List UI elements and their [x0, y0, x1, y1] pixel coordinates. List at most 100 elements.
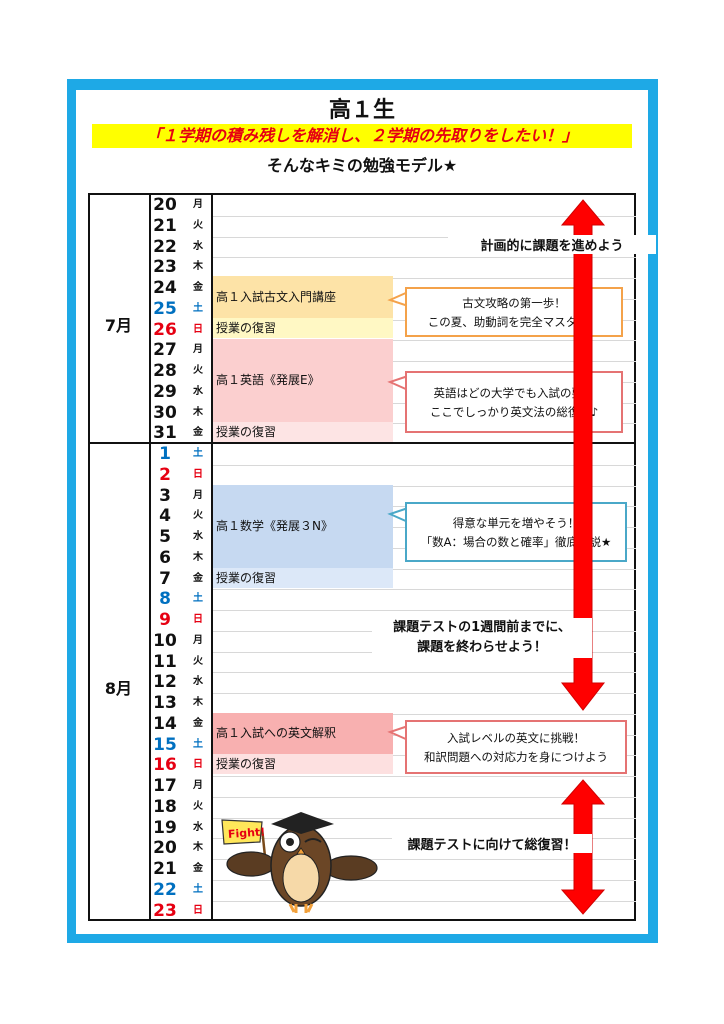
- month-separator: [88, 442, 636, 444]
- owl-feet: [288, 903, 314, 913]
- weekday: 土: [193, 883, 203, 895]
- weekday: 日: [193, 904, 203, 916]
- day-number: 19: [153, 817, 177, 838]
- row-divider: [212, 672, 636, 674]
- weekday: 土: [193, 738, 203, 750]
- row-divider: [212, 278, 636, 279]
- weekday: 水: [193, 240, 203, 252]
- day-number: 1: [159, 444, 171, 464]
- bubble-eibun-line1: 入試レベルの英文に挑戦！: [447, 731, 585, 745]
- owl-left-wing: [226, 851, 276, 877]
- course-english: 高１英語《発展E》: [213, 339, 393, 422]
- day-number: 23: [153, 900, 177, 921]
- weekday: 水: [193, 676, 203, 688]
- weekday: 金: [193, 863, 203, 874]
- weekday: 火: [193, 510, 203, 522]
- flag-text: Fight!: [228, 825, 266, 841]
- day-number: 29: [153, 381, 177, 402]
- day-number: 9: [159, 610, 171, 630]
- weekday: 月: [193, 780, 203, 791]
- weekday: 木: [193, 261, 203, 273]
- row-divider: [212, 257, 636, 259]
- weekday: 金: [193, 282, 203, 293]
- weekday: 水: [193, 821, 203, 833]
- day-number: 31: [153, 423, 177, 444]
- weekday: 月: [193, 344, 203, 356]
- review-math: 授業の復習: [213, 568, 393, 588]
- weekday: 木: [193, 697, 203, 708]
- weekday: 木: [193, 842, 203, 854]
- row-divider: [212, 776, 636, 777]
- day-number: 6: [159, 547, 171, 568]
- row-divider: [212, 817, 636, 819]
- arrow-middle-line2: 課題を終わらせよう！: [417, 640, 547, 655]
- date-column-divider: [211, 193, 213, 921]
- weekday: 金: [193, 427, 203, 439]
- review-eibun: 授業の復習: [213, 754, 393, 774]
- day-number: 22: [153, 879, 177, 900]
- weekday: 日: [193, 468, 203, 480]
- row-divider: [212, 589, 636, 591]
- bubble-english: 英語はどの大学でも入試の要！ ここでしっかり英文法の総復習♪: [405, 371, 623, 433]
- row-divider: [212, 610, 636, 611]
- day-number: 26: [153, 319, 177, 340]
- weekday: 金: [193, 572, 203, 584]
- graduation-cap: [271, 812, 334, 834]
- weekday: 火: [193, 800, 203, 812]
- owl-beak: [296, 847, 306, 855]
- review-kobun: 授業の復習: [213, 318, 393, 338]
- month-august: 8月: [104, 679, 133, 698]
- day-number: 2: [159, 464, 171, 485]
- weekday: 水: [193, 385, 203, 397]
- day-number: 13: [153, 693, 177, 713]
- month-july: 7月: [104, 316, 133, 335]
- row-divider: [212, 713, 636, 715]
- weekday: 木: [193, 551, 203, 563]
- schedule-table: [88, 193, 636, 921]
- day-number: 23: [153, 257, 177, 278]
- bubble-eibun-line2: 和訳問題への対応力を身につけよう: [424, 750, 608, 764]
- weekday: 日: [193, 323, 203, 335]
- owl-wink-eye: [304, 838, 322, 843]
- row-divider: [212, 485, 636, 487]
- day-number: 14: [153, 713, 177, 734]
- weekday: 金: [193, 717, 203, 729]
- day-number: 7: [159, 568, 171, 589]
- row-divider: [212, 340, 636, 342]
- arrow-middle-line1: 課題テストの1週間前までに、: [393, 620, 571, 635]
- day-number: 11: [153, 651, 177, 672]
- weekday: 水: [193, 531, 203, 542]
- course-kobun: 高１入試古文入門講座: [213, 276, 393, 318]
- day-number: 22: [153, 236, 177, 257]
- bubble-kobun: 古文攻略の第一歩！ この夏、助動詞を完全マスター！: [405, 287, 623, 337]
- weekday: 火: [193, 365, 203, 376]
- day-number: 30: [153, 402, 177, 423]
- weekday: 土: [193, 593, 203, 605]
- arrow-top-text: 計画的に課題を進めよう: [448, 235, 656, 254]
- bubble-eibun: 入試レベルの英文に挑戦！ 和訳問題への対応力を身につけよう: [405, 720, 627, 774]
- weekday: 土: [193, 448, 203, 459]
- owl-mascot: Fight!: [221, 812, 378, 913]
- bubble-math: 得意な単元を増やそう！ 「数A：場合の数と確率」徹底解説★: [405, 502, 627, 562]
- bubble-kobun-line1: 古文攻略の第一歩！: [462, 296, 566, 310]
- day-number: 16: [153, 755, 177, 776]
- day-number: 5: [159, 527, 171, 547]
- row-divider: [212, 859, 636, 860]
- weekday: 土: [193, 302, 203, 314]
- row-divider: [212, 215, 636, 217]
- day-number: 15: [153, 734, 177, 755]
- day-number: 21: [153, 859, 177, 879]
- owl-right-wing: [324, 855, 378, 881]
- owl-belly: [282, 853, 320, 903]
- day-number: 25: [153, 298, 177, 319]
- bubble-english-line1: 英語はどの大学でも入試の要！: [433, 386, 595, 400]
- row-divider: [212, 693, 636, 694]
- day-number: 28: [153, 361, 177, 381]
- weekday: 月: [193, 634, 203, 646]
- course-math: 高１数学《発展３N》: [213, 485, 393, 568]
- weekday: 日: [193, 759, 203, 771]
- weekday: 木: [193, 406, 203, 418]
- day-number: 17: [153, 776, 177, 796]
- flag: [221, 819, 263, 845]
- review-english: 授業の復習: [213, 422, 393, 442]
